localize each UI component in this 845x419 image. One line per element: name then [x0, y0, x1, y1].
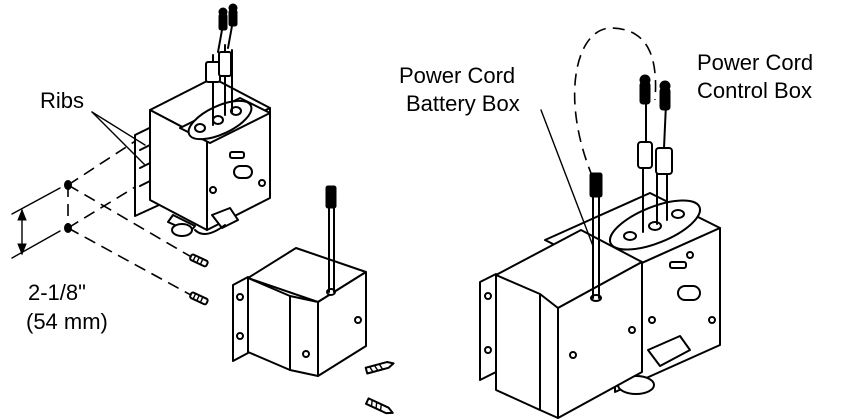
wall-hole-lower: [64, 223, 72, 233]
leader-lines: [91, 109, 594, 247]
battery-box-left: [232, 185, 367, 377]
battery-cord-label-line1: Power Cord: [399, 63, 515, 88]
spacing-metric-label: (54 mm): [26, 309, 108, 334]
cord-route-arc: [573, 27, 657, 179]
ribs-leader-upper: [91, 111, 146, 146]
battery-cord-label-line2: Battery Box: [406, 91, 520, 116]
control-cord-label-line1: Power Cord: [697, 50, 813, 75]
wall-hole-upper: [64, 180, 72, 190]
wall-anchors: [189, 253, 395, 415]
battery-box-right: [479, 172, 643, 419]
ribs-leader-lower: [91, 111, 146, 166]
control-cord-label-line2: Control Box: [697, 78, 812, 103]
spacing-imperial-label: 2-1/8": [28, 280, 86, 305]
mounting-layout: [64, 137, 201, 301]
left-assembly: [11, 3, 395, 415]
control-box-left: [134, 3, 271, 237]
dimension-indicator: [11, 187, 61, 259]
right-assembly: [479, 27, 721, 419]
battery-cord-leader: [540, 109, 594, 247]
ribs-label: Ribs: [40, 88, 84, 113]
